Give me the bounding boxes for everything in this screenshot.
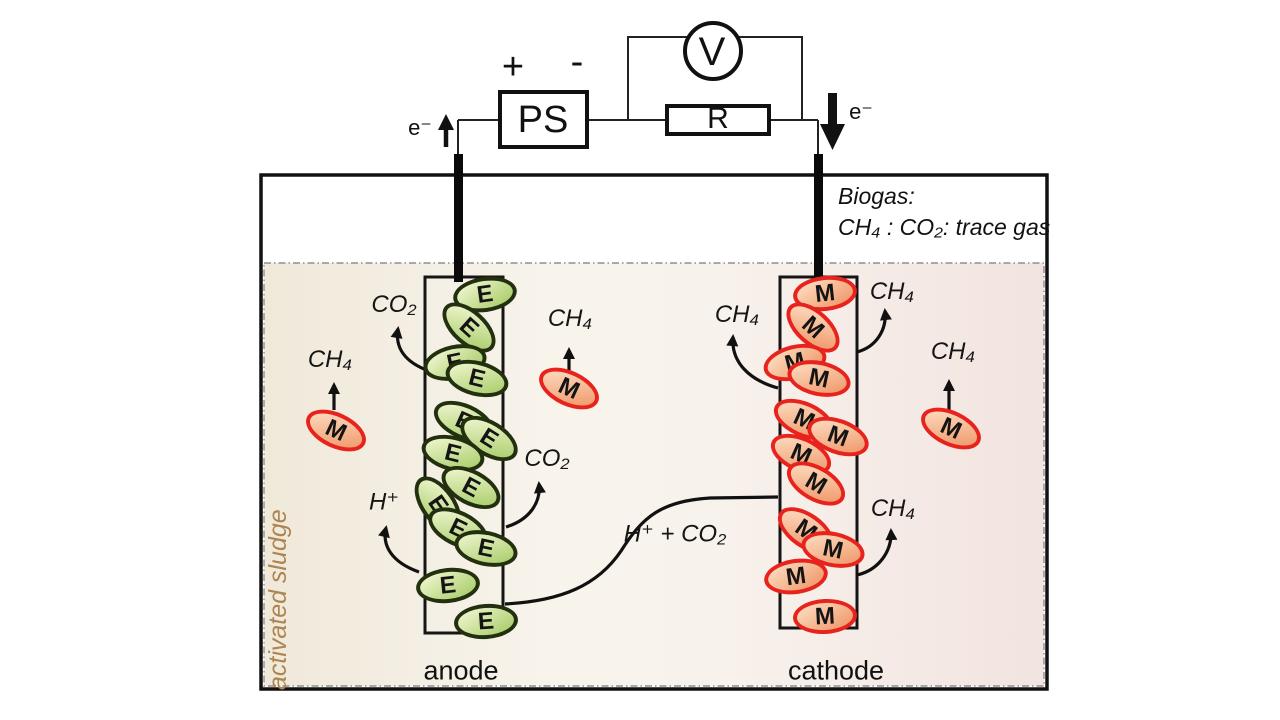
gas-arrows: [328, 308, 955, 606]
microbe-letter: E: [477, 606, 495, 635]
microbe-letter: E: [454, 311, 485, 343]
anode-rod: [454, 154, 463, 282]
microbe-letter: M: [806, 362, 832, 393]
microbe-letter: M: [936, 411, 966, 445]
microbe-letter: M: [813, 278, 837, 307]
gas-label: CO₂: [524, 445, 570, 472]
plus-sign: +: [501, 46, 525, 88]
power-supply-box: [498, 90, 589, 149]
microbe-letter: M: [814, 601, 836, 630]
ch4-arrow-cathode-right-top: [856, 308, 892, 354]
voltmeter-circle: [683, 21, 743, 81]
microbe-letter: E: [466, 362, 489, 393]
resistor-label: R: [707, 102, 729, 135]
co2-arrow-anode-mid: [505, 481, 546, 529]
minus-sign: -: [570, 41, 584, 83]
biogas-line2: CH₄ : CO₂: trace gas: [838, 214, 1051, 240]
microbe-letter: M: [796, 309, 830, 344]
h-plus-co2-transfer-curve: [504, 495, 779, 606]
cathode-label: cathode: [787, 655, 885, 686]
power-supply-label: PS: [517, 99, 569, 141]
microbe-letter: M: [824, 419, 853, 452]
gas-label: CO₂: [371, 291, 417, 318]
biogas-line1: Biogas:: [838, 183, 915, 209]
microbe-letter: M: [800, 465, 832, 500]
microbe-letter: E: [475, 532, 497, 563]
electron-left-label: e⁻: [408, 115, 432, 140]
gas-label: CH₄: [870, 495, 916, 522]
ch4-arrow-cathode-left: [726, 334, 779, 390]
microbe-letter: M: [321, 413, 351, 447]
electron-right-label: e⁻: [849, 99, 873, 124]
gas-label: CH₄: [714, 301, 760, 328]
microbe-letter: M: [784, 560, 808, 591]
h-plus-arrow: [378, 525, 420, 574]
microbe-letter: M: [820, 533, 846, 564]
gas-label: CH₄: [930, 338, 976, 365]
anode-label: anode: [423, 655, 499, 686]
cathode-rod: [814, 154, 823, 282]
ch4-arrow-cathode-right-lower: [856, 528, 898, 577]
gas-label: CH₄: [547, 305, 593, 332]
microbe-letter: E: [442, 437, 465, 468]
microbe-letter: M: [554, 371, 584, 405]
gas-label: H⁺: [369, 488, 399, 516]
microbe-letter: E: [438, 570, 458, 599]
liquid-region: [263, 262, 1045, 687]
microbe-letter: E: [475, 279, 495, 308]
voltmeter-label: V: [698, 30, 726, 74]
electron-down-arrow-icon: [820, 93, 845, 150]
biogas-annotation: Biogas: CH₄ : CO₂: trace gas: [838, 181, 1050, 243]
activated-sludge-label: activated sludge: [264, 509, 292, 690]
gas-label: CH₄: [307, 346, 353, 373]
gas-label: CH₄: [869, 278, 915, 305]
resistor-box: [665, 104, 771, 136]
microbe-letter: E: [457, 470, 485, 503]
gas-label: H⁺ + CO₂: [623, 520, 727, 548]
